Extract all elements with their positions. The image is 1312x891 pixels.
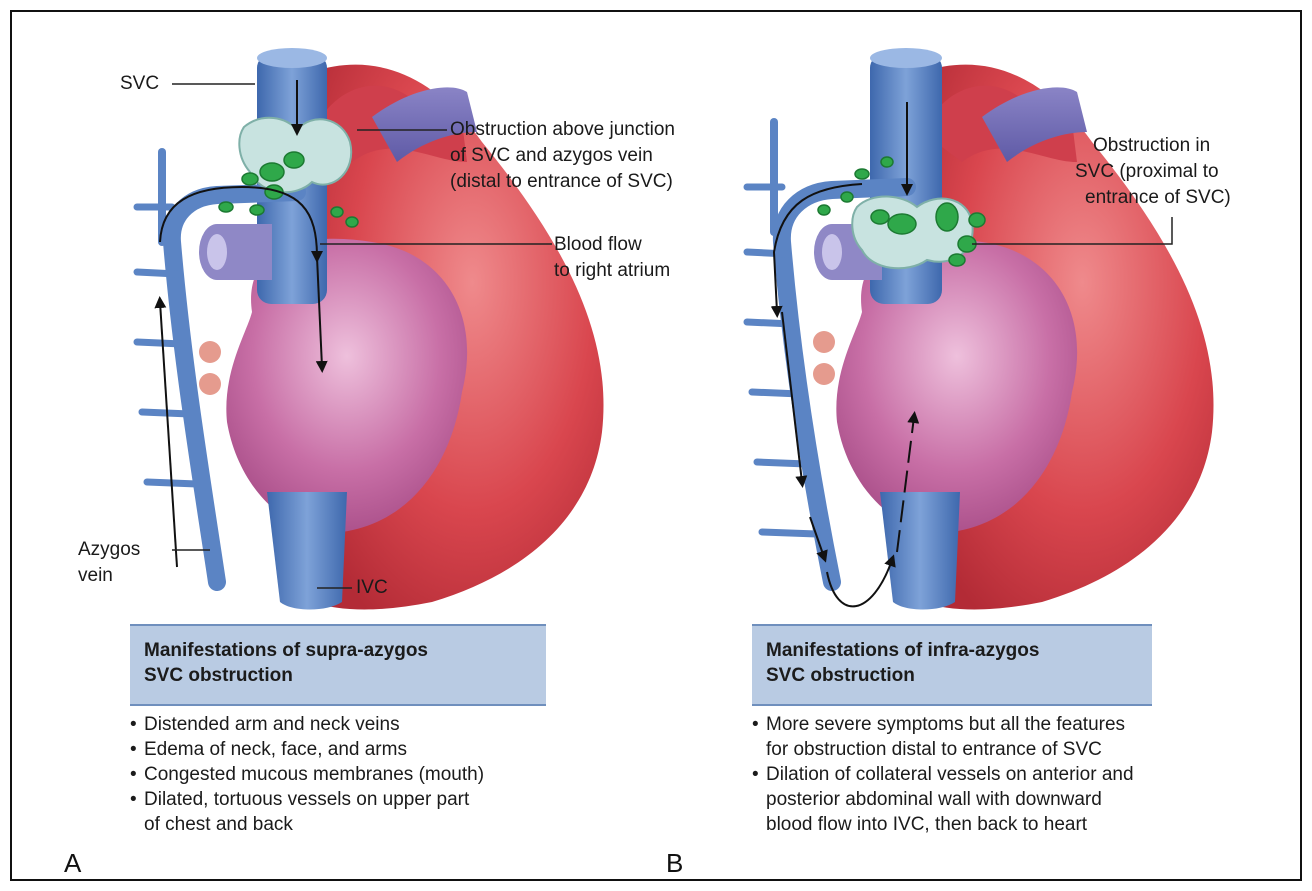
box-b-title-line1: Manifestations of infra-azygos (766, 638, 1138, 663)
svc-label: SVC (120, 72, 159, 96)
infra-azygos-title-box: Manifestations of infra-azygos SVC obstr… (752, 624, 1152, 706)
obstruction-b-label-line3: entrance of SVC) (1085, 186, 1231, 210)
panel-letter-a: A (64, 850, 81, 876)
obstruction-b-label-line1: Obstruction in (1093, 134, 1210, 158)
heart-b (747, 48, 1214, 610)
ivc-vessel-a (267, 492, 347, 610)
obstruction-b-label-line2: SVC (proximal to (1075, 160, 1219, 184)
supra-azygos-title-box: Manifestations of supra-azygos SVC obstr… (130, 624, 546, 706)
obstruction-a-label-line2: of SVC and azygos vein (450, 144, 653, 168)
box-a-title-line2: SVC obstruction (144, 663, 532, 688)
ivc-label: IVC (356, 576, 388, 600)
bullet-b-2: Dilation of collateral vessels on anteri… (752, 762, 1252, 837)
panel-letter-b: B (666, 850, 683, 876)
bullet-a-4: Dilated, tortuous vessels on upper parto… (130, 787, 570, 837)
bullet-a-2: Edema of neck, face, and arms (130, 737, 570, 762)
obstruction-a-label-line1: Obstruction above junction (450, 118, 675, 142)
bullet-a-3: Congested mucous membranes (mouth) (130, 762, 570, 787)
azygos-label-line1: Azygos (78, 538, 140, 562)
ivc-vessel-b (880, 492, 960, 610)
bullet-b-1: More severe symptoms but all the feature… (752, 712, 1252, 762)
blood-flow-label-line1: Blood flow (554, 233, 642, 257)
blood-flow-label-line2: to right atrium (554, 259, 670, 283)
obstruction-a-label-line3: (distal to entrance of SVC) (450, 170, 673, 194)
azygos-label-line2: vein (78, 564, 113, 588)
bullet-a-1: Distended arm and neck veins (130, 712, 570, 737)
box-a-title-line1: Manifestations of supra-azygos (144, 638, 532, 663)
infra-azygos-bullet-list: More severe symptoms but all the feature… (752, 712, 1252, 837)
figure-frame: SVC Obstruction above junction of SVC an… (10, 10, 1302, 881)
supra-azygos-bullet-list: Distended arm and neck veins Edema of ne… (130, 712, 570, 837)
box-b-title-line2: SVC obstruction (766, 663, 1138, 688)
